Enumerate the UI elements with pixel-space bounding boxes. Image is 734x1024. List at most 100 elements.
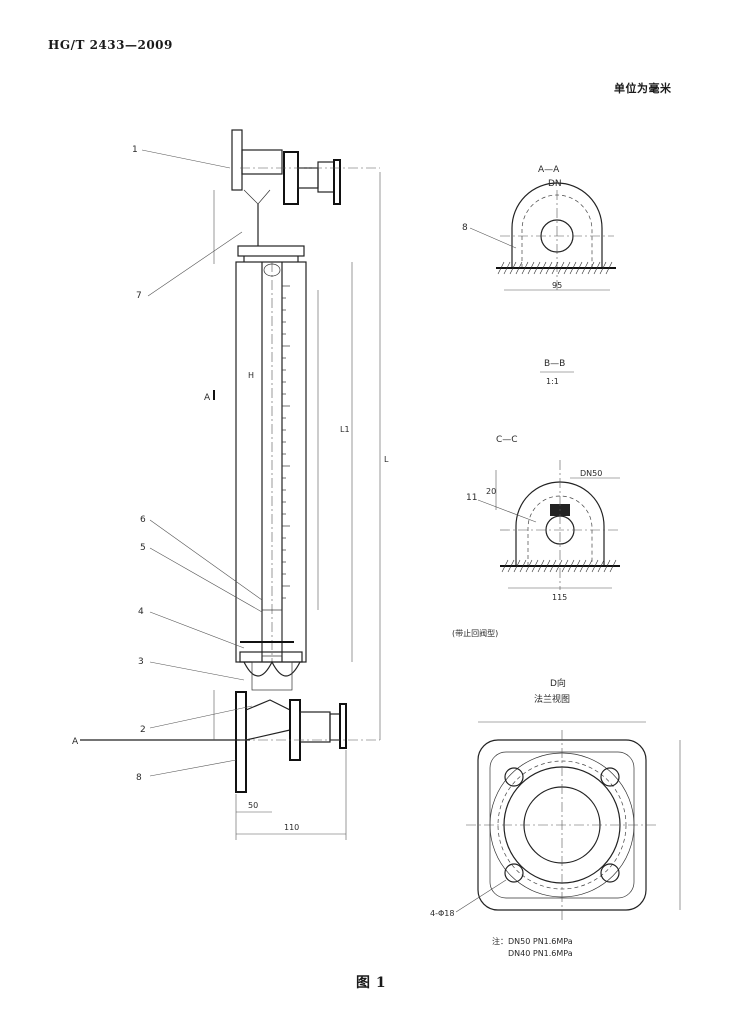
hatch-line [567, 559, 575, 573]
hatch-line [563, 261, 571, 275]
cc-leader [477, 499, 537, 523]
main-view [80, 129, 381, 840]
hatch-line [503, 261, 511, 275]
cc-inner-arc [527, 495, 593, 566]
hatch-line [525, 559, 533, 573]
top-header [237, 245, 305, 257]
part-label-8: 8 [136, 773, 142, 783]
part-label-2: 2 [140, 725, 146, 735]
hatch-line [579, 559, 587, 573]
hatch-line [605, 261, 613, 275]
hatch-line [543, 559, 551, 573]
leader-6 [149, 661, 245, 681]
top-valve-bonnet [297, 167, 319, 189]
aa-note: DN [548, 179, 562, 189]
part-label-7: 7 [136, 291, 142, 301]
cc-part-label: 11 [466, 493, 477, 503]
bottom-valve-bonnet [299, 711, 331, 743]
d-note-1: 注：DN50 PN1.6MPa [492, 936, 573, 946]
hatch-line [533, 261, 541, 275]
hatch-line [497, 261, 505, 275]
hatch-line [513, 559, 521, 573]
aa-title: A—A [538, 165, 560, 175]
hatch-line [575, 261, 583, 275]
dim-total: L [384, 455, 389, 464]
cc-title: C—C [496, 435, 518, 445]
d-title: D向 [550, 677, 566, 689]
dim-110: 110 [284, 823, 299, 832]
figure-caption: 图 1 [356, 975, 387, 991]
bottom-handwheel [339, 703, 347, 749]
hatch-line [603, 559, 611, 573]
d-hole-bl [504, 863, 524, 883]
leader-2 [147, 231, 243, 297]
d-hole-leader [455, 879, 507, 913]
part-label-1: 1 [132, 145, 138, 155]
hatch-line [545, 261, 553, 275]
hatch-line [573, 559, 581, 573]
hatch-line [587, 261, 595, 275]
hatch-line [593, 261, 601, 275]
hatch-line [537, 559, 545, 573]
hatch-line [555, 559, 563, 573]
section-mark-a-top: A [204, 393, 211, 403]
hatch-line [527, 261, 535, 275]
leader-3 [149, 519, 263, 601]
hatch-line [501, 559, 509, 573]
hatch-line [597, 559, 605, 573]
bottom-flange-plate [289, 699, 301, 761]
hatch-line [581, 261, 589, 275]
bottom-valve-stem [329, 713, 341, 741]
hatch-line [539, 261, 547, 275]
bottom-valve-body [245, 699, 291, 741]
dim-50: 50 [248, 801, 258, 810]
bb-scale: 1:1 [546, 377, 559, 386]
top-handwheel [333, 159, 341, 205]
bottom-nut [243, 660, 301, 677]
cc-caption: (带止回阀型) [452, 628, 498, 638]
hatch-line [507, 559, 515, 573]
hatch-line [531, 559, 539, 573]
hatch-line [599, 261, 607, 275]
leader-5 [149, 611, 245, 649]
unit-note: 单位为毫米 [614, 82, 672, 95]
scale-ticks [282, 285, 290, 599]
hatch-line [515, 261, 523, 275]
aa-leader [469, 227, 517, 249]
d-hole-tl [504, 767, 524, 787]
gauge-casing [235, 261, 307, 663]
bottom-fitting [251, 661, 293, 691]
hatch-line [557, 261, 565, 275]
view-aa [469, 182, 616, 291]
cc-hatch [501, 559, 617, 573]
hatch-line [591, 559, 599, 573]
aa-dim: 95 [552, 281, 562, 290]
d-note-2: DN40 PN1.6MPa [508, 949, 573, 958]
top-valve-stem [317, 161, 335, 193]
hatch-line [585, 559, 593, 573]
bottom-header [239, 651, 303, 663]
cc-dim-width: 115 [552, 593, 567, 602]
top-elbow [243, 189, 271, 205]
hatch-line [609, 559, 617, 573]
hatch-line [551, 261, 559, 275]
d-hole-tr [600, 767, 620, 787]
d-subtitle: 法兰视图 [534, 693, 570, 705]
hatch-line [509, 261, 517, 275]
section-mark-a-bottom: A [72, 737, 79, 747]
leader-4 [149, 547, 263, 613]
part-label-3: 3 [138, 657, 144, 667]
top-flange-left [231, 129, 243, 191]
dim-h: H [248, 371, 254, 380]
hatch-line [549, 559, 557, 573]
leader-7 [149, 705, 253, 729]
bottom-flange-left [235, 691, 247, 793]
tube-top-cap [263, 263, 281, 277]
dim-l1: L1 [340, 425, 350, 434]
d-hole-br [600, 863, 620, 883]
hatch-line [569, 261, 577, 275]
hatch-line [521, 261, 529, 275]
hatch-line [519, 559, 527, 573]
d-hole-label: 4-Φ18 [430, 909, 454, 918]
leader-8 [149, 759, 237, 777]
